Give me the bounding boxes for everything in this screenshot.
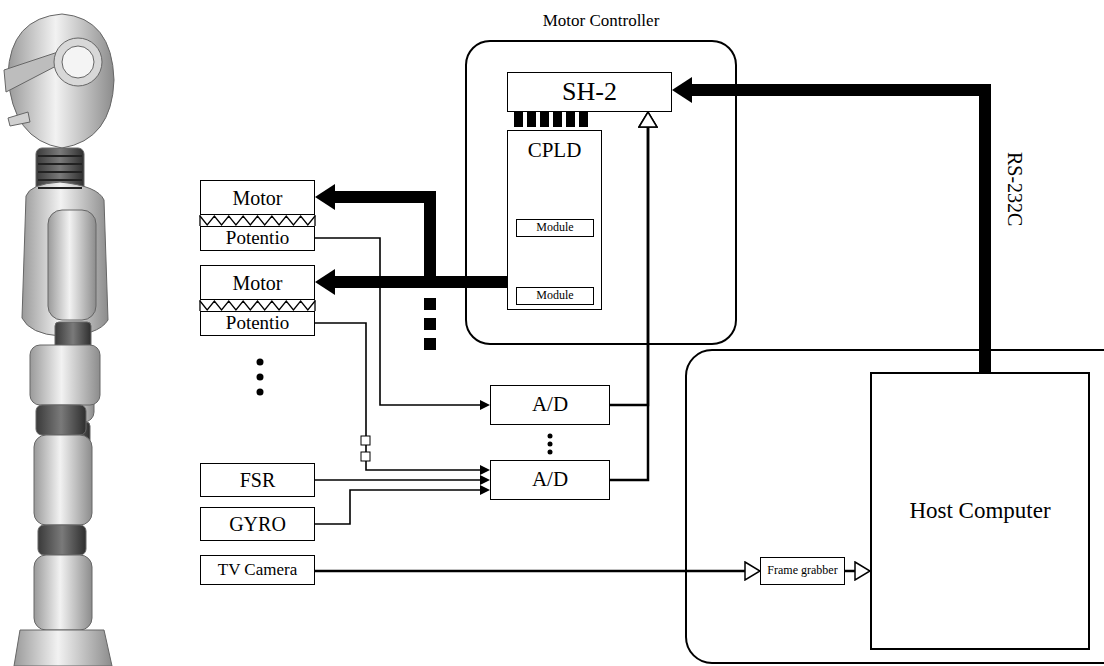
motor-coil [200,301,315,310]
module-box: Module [516,219,594,237]
continuation-dots [257,374,264,381]
robot-body [48,210,96,320]
robot-body [38,155,82,157]
robot-body [8,112,30,126]
motor-box: Motor [200,180,315,215]
robot-body [36,148,84,194]
wire-break-marks [361,436,370,445]
continuation-dots [424,318,436,330]
box-label: Motor [233,187,283,209]
box-label: TV Camera [218,561,297,580]
robot-body [54,38,102,86]
continuation-dots [548,450,553,455]
continuation-dots [548,434,553,439]
box-label: Potentio [226,313,289,334]
robot-body [38,156,82,188]
robot-body [34,435,92,525]
robot-body [4,14,114,666]
sensor-box: Potentio [200,311,315,336]
controller-box: Motor ControllerSH-2CPLDModuleModule [465,40,737,345]
wire-break-marks [361,452,370,461]
module-box: Module [516,287,594,305]
bus-pins [566,111,575,127]
bus-pins [540,111,549,127]
drive-line [335,276,507,288]
motor-coil [200,215,315,311]
signal-line [315,323,480,470]
converter-box: A/D [490,385,610,425]
computer-box: Host Computer [870,372,1090,650]
grabber-box: Frame grabber [760,557,845,585]
continuation-dots [548,442,553,447]
motor-coil [200,216,315,225]
signal-line [315,479,480,481]
box-label: Frame grabber [767,564,837,577]
interface-label: RS-232C [1003,150,1026,228]
sensor-box: Potentio [200,226,315,251]
motor-box: Motor [200,265,315,300]
robot-body [38,187,82,189]
continuation-dots [424,298,436,310]
robot-body [38,163,82,165]
robot-body [4,52,60,92]
robot-body [62,46,94,78]
box-label: CPLD [528,139,582,162]
box-label: SH-2 [562,78,617,107]
wire-break-marks [361,436,370,461]
sensor-box: FSR [200,463,315,497]
signal-line [610,127,648,405]
robot-body [14,630,112,666]
robot-body [38,171,82,173]
box-label: Potentio [226,228,289,249]
box-label: GYRO [229,513,286,535]
signal-line [315,238,480,405]
motor-coil [200,300,315,311]
camera-box: TV Camera [200,555,315,585]
box-label: Module [536,289,573,302]
robot-body [38,179,82,181]
bus-pins [514,111,588,127]
motor-coil [200,215,315,226]
cpu-box: SH-2 [507,72,672,112]
bus-pins [514,111,523,127]
box-label: Module [536,221,573,234]
signal-line [845,570,855,573]
signal-line [315,490,480,524]
sensor-box: GYRO [200,507,315,541]
continuation-dots [424,338,436,350]
box-label: A/D [532,393,568,416]
bus-pins [527,111,536,127]
continuation-dots [257,389,264,396]
robot-body [34,555,92,630]
box-label: Motor [233,272,283,294]
signal-line [610,127,648,480]
robot-body [22,182,108,336]
bus-pins [579,111,588,127]
box-title: Motor Controller [467,12,735,31]
robot-body [36,405,86,435]
bus-pins [553,111,562,127]
robot-body [38,525,86,555]
drive-line [335,197,507,282]
host-region [686,350,1104,663]
cpld-box: CPLDModuleModule [507,130,602,310]
converter-box: A/D [490,460,610,500]
box-label: FSR [240,469,276,491]
robot-body [30,345,100,405]
box-label: Host Computer [909,498,1050,523]
box-label: A/D [532,468,568,491]
continuation-dots [257,359,264,366]
signal-line [315,570,745,573]
